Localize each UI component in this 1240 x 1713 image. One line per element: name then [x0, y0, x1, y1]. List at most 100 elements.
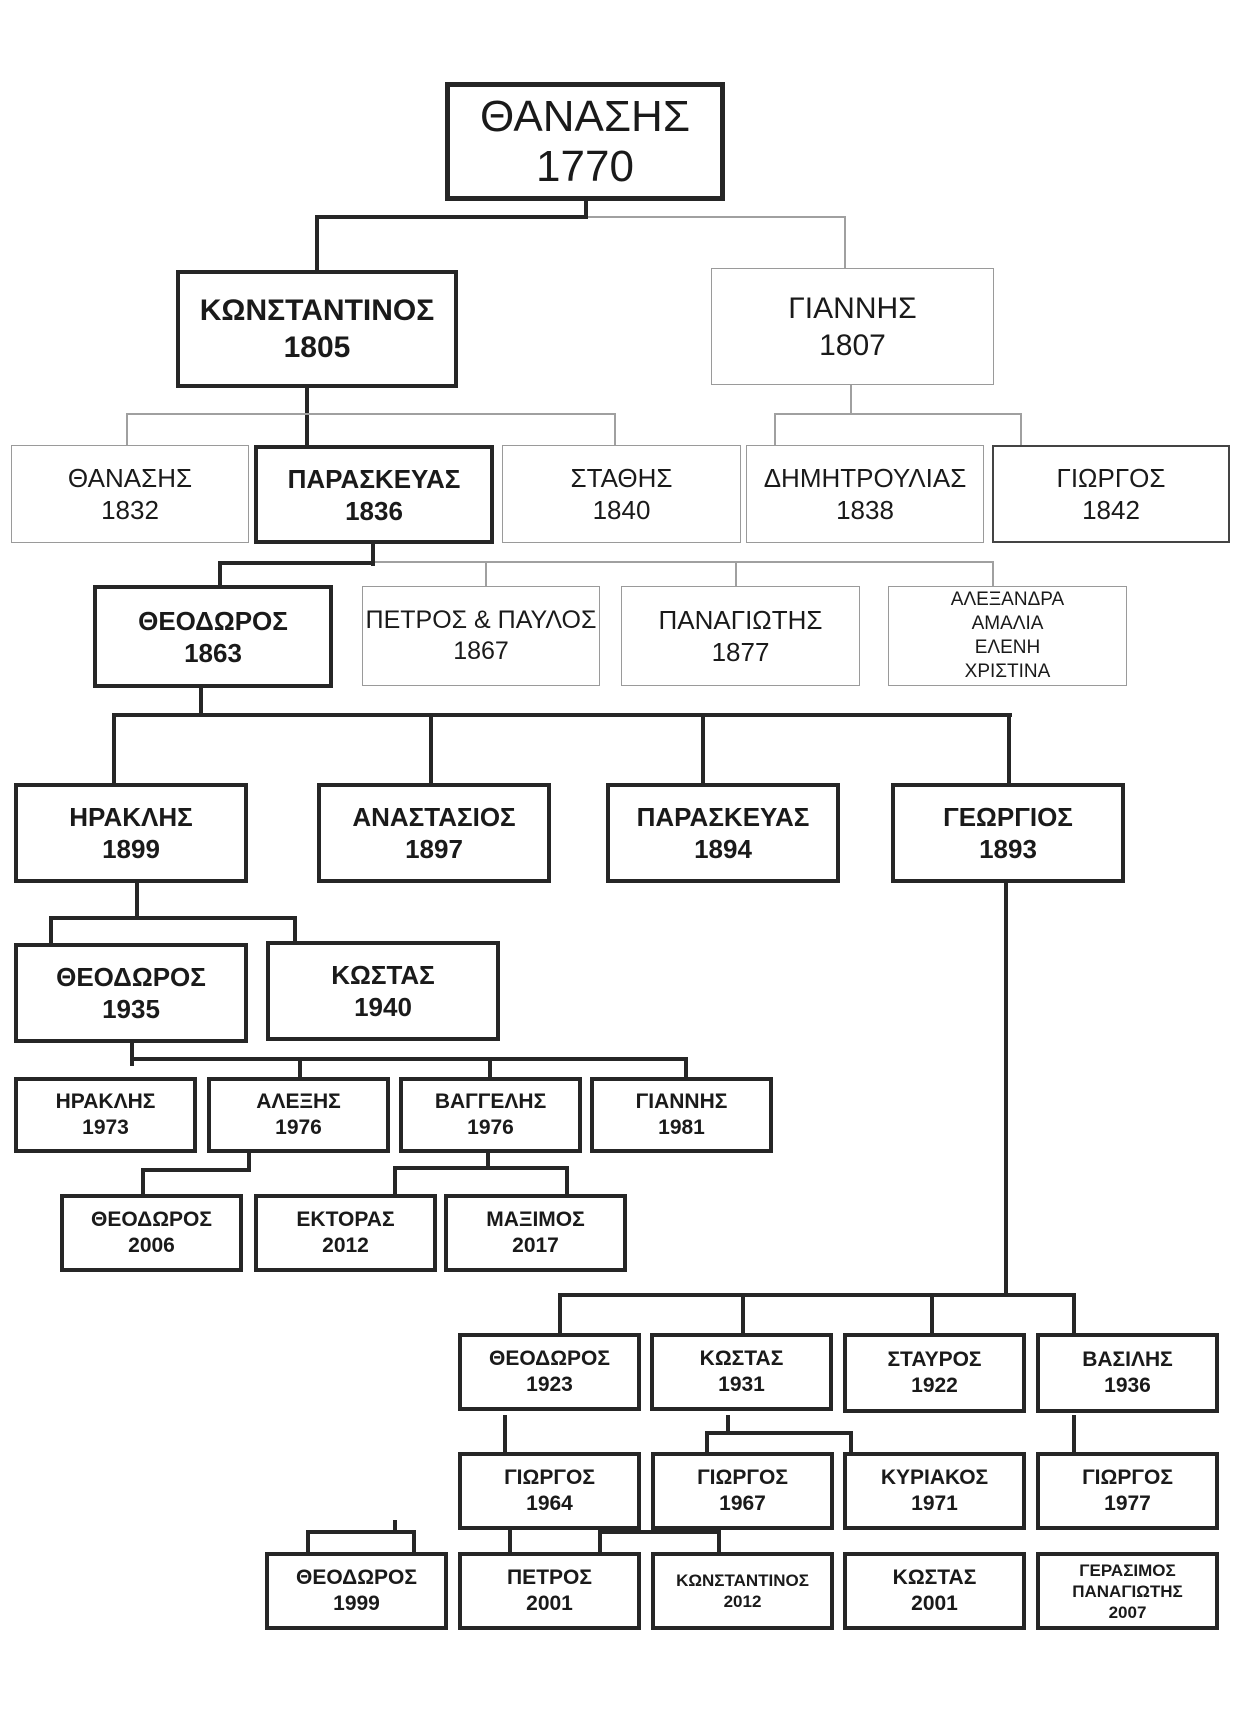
node-theodoros-1923: ΘΕΟΔΩΡΟΣ 1923: [458, 1333, 641, 1411]
connector: [135, 880, 139, 920]
node-theodoros-1863: ΘΕΟΔΩΡΟΣ 1863: [93, 585, 333, 688]
connector: [393, 1520, 397, 1534]
node-year: 1936: [1104, 1374, 1151, 1397]
node-giannis-1807: ΓΙΑΝΝΗΣ 1807: [711, 268, 994, 385]
connector: [588, 216, 846, 218]
node-name: ΕΛΕΝΗ: [974, 637, 1041, 658]
node-year: 1940: [354, 992, 412, 1022]
node-name: ΣΤΑΥΡΟΣ: [887, 1348, 982, 1371]
node-name: ΠΑΝΑΓΙΩΤΗΣ: [1072, 1581, 1183, 1601]
node-georgios-1893: ΓΕΩΡΓΙΟΣ 1893: [891, 783, 1125, 883]
node-name: ΘΕΟΔΩΡΟΣ: [489, 1347, 610, 1370]
node-giannis-1981: ΓΙΑΝΝΗΣ 1981: [590, 1077, 773, 1153]
connector: [218, 561, 222, 587]
connector: [992, 561, 994, 587]
node-name: ΠΑΡΑΣΚΕΥΑΣ: [636, 802, 810, 832]
node-year: 1971: [911, 1492, 958, 1515]
node-daughters: ΑΛΕΞΑΝΔΡΑ ΑΜΑΛΙΑ ΕΛΕΝΗ ΧΡΙΣΤΙΝΑ: [888, 586, 1127, 686]
node-year: 1931: [718, 1373, 765, 1396]
connector: [741, 1293, 745, 1333]
connector: [1072, 1415, 1076, 1453]
node-ektoras-2012: ΕΚΤΟΡΑΣ 2012: [254, 1194, 437, 1272]
connector: [598, 1530, 721, 1534]
connector: [199, 685, 203, 717]
node-name: ΚΩΣΤΑΣ: [892, 1566, 977, 1589]
node-iraklis-1973: ΗΡΑΚΛΗΣ 1973: [14, 1077, 197, 1153]
node-year: 1836: [345, 495, 403, 526]
connector: [412, 1530, 416, 1554]
connector: [1004, 880, 1008, 1297]
node-panagiotis-1877: ΠΑΝΑΓΙΩΤΗΣ 1877: [621, 586, 860, 686]
node-kyriakos-1971: ΚΥΡΙΑΚΟΣ 1971: [843, 1452, 1026, 1530]
connector: [705, 1431, 709, 1453]
connector: [112, 713, 1012, 717]
node-year: 1832: [101, 495, 159, 525]
node-anastasios-1897: ΑΝΑΣΤΑΣΙΟΣ 1897: [317, 783, 551, 883]
node-name: ΑΜΑΛΙΑ: [971, 613, 1044, 634]
node-year: 1977: [1104, 1492, 1151, 1515]
node-name: ΠΑΡΑΣΚΕΥΑΣ: [287, 463, 461, 494]
node-petros-2001: ΠΕΤΡΟΣ 2001: [458, 1552, 641, 1630]
node-theodoros-2006: ΘΕΟΔΩΡΟΣ 2006: [60, 1194, 243, 1272]
node-paraskevas-1836: ΠΑΡΑΣΚΕΥΑΣ 1836: [254, 445, 494, 544]
node-year: 2001: [526, 1592, 573, 1615]
node-konstantinos-2012: ΚΩΝΣΤΑΝΤΙΝΟΣ 2012: [651, 1552, 834, 1630]
connector: [844, 216, 846, 270]
node-name: ΓΙΩΡΓΟΣ: [697, 1466, 788, 1489]
node-year: 1877: [711, 637, 770, 667]
node-name: ΘΕΟΔΩΡΟΣ: [91, 1208, 212, 1231]
node-stavros-1922: ΣΤΑΥΡΟΣ 1922: [843, 1333, 1026, 1413]
node-year: 1999: [333, 1592, 380, 1615]
connector: [565, 1166, 569, 1196]
node-year: 2001: [911, 1592, 958, 1615]
connector: [598, 1530, 602, 1554]
node-name: ΧΡΙΣΤΙΝΑ: [964, 661, 1051, 682]
connector: [141, 1168, 145, 1196]
connector: [1072, 1293, 1076, 1333]
connector: [717, 1530, 721, 1554]
connector: [429, 713, 433, 783]
node-name: ΚΥΡΙΑΚΟΣ: [880, 1466, 989, 1489]
node-year: 2017: [512, 1234, 559, 1257]
node-vaggelis-1976: ΒΑΓΓΕΛΗΣ 1976: [399, 1077, 582, 1153]
node-year: 1967: [719, 1492, 766, 1515]
node-name: ΕΚΤΟΡΑΣ: [296, 1208, 395, 1231]
connector: [774, 413, 776, 445]
connector: [218, 561, 375, 565]
node-year: 1842: [1082, 495, 1140, 525]
connector: [306, 1530, 310, 1554]
node-name: ΠΑΝΑΓΙΩΤΗΣ: [658, 605, 823, 635]
node-name: ΚΩΣΤΑΣ: [699, 1347, 784, 1370]
connector: [1020, 413, 1022, 445]
node-year: 1976: [275, 1116, 322, 1139]
connector: [141, 1168, 251, 1172]
node-vasilis-1936: ΒΑΣΙΛΗΣ 1936: [1036, 1333, 1219, 1413]
connector: [701, 713, 705, 783]
node-petros-pavlos-1867: ΠΕΤΡΟΣ & ΠΑΥΛΟΣ 1867: [362, 586, 600, 686]
node-year: 1981: [658, 1116, 705, 1139]
connector: [393, 1166, 569, 1170]
node-year: 1807: [819, 328, 886, 362]
node-name: ΘΑΝΑΣΗΣ: [67, 463, 193, 493]
node-name: ΘΕΟΔΩΡΟΣ: [296, 1566, 417, 1589]
connector: [126, 413, 128, 445]
node-name: ΚΩΣΤΑΣ: [331, 960, 435, 990]
connector: [488, 1057, 492, 1079]
node-year: 1840: [592, 495, 651, 525]
connector: [130, 1040, 134, 1066]
connector: [503, 1415, 507, 1453]
node-year: 1863: [184, 637, 242, 668]
node-name: ΓΙΑΝΝΗΣ: [635, 1090, 728, 1113]
node-name: ΓΕΩΡΓΙΟΣ: [943, 802, 1073, 832]
node-name: ΣΤΑΘΗΣ: [570, 463, 673, 493]
node-name: ΓΙΩΡΓΟΣ: [504, 1466, 595, 1489]
node-name: ΗΡΑΚΛΗΣ: [69, 802, 193, 832]
node-year: 1770: [536, 141, 634, 191]
node-name: ΓΕΡΑΣΙΜΟΣ: [1079, 1560, 1176, 1580]
connector: [112, 713, 116, 783]
node-name: ΒΑΣΙΛΗΣ: [1082, 1348, 1173, 1371]
connector: [705, 1431, 853, 1435]
connector: [486, 1150, 490, 1170]
connector: [298, 1057, 302, 1079]
connector: [393, 1166, 397, 1196]
